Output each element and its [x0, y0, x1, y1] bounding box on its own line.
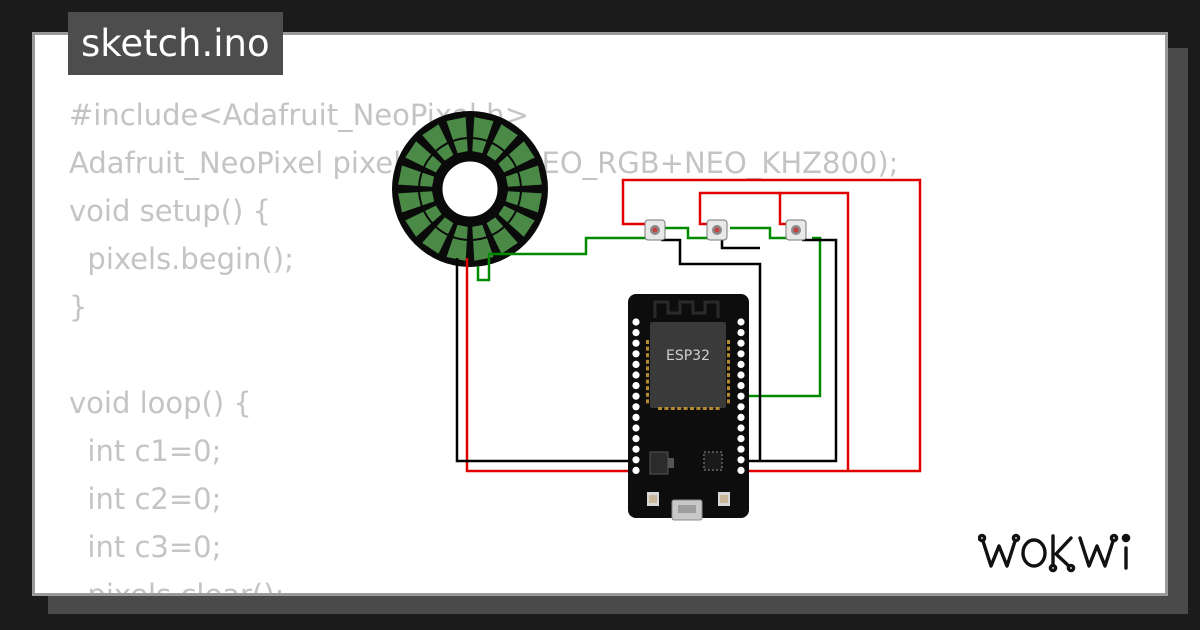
code-line: pixels.clear();	[69, 578, 285, 596]
header-pin	[632, 329, 640, 337]
header-pin	[737, 329, 745, 337]
ring-pixel	[486, 124, 518, 161]
neopixel-led-icon[interactable]	[644, 219, 666, 241]
ring-pixel	[398, 165, 435, 187]
header-pin	[737, 403, 745, 411]
neopixel-ring-icon[interactable]	[392, 111, 548, 267]
chip-label: ESP32	[666, 348, 710, 364]
header-pin	[632, 403, 640, 411]
neopixel-led-icon[interactable]	[785, 219, 807, 241]
wire-red-led3	[778, 191, 850, 471]
header-pin	[632, 382, 640, 390]
header-pin	[737, 392, 745, 400]
code-line: void loop() {	[69, 386, 252, 420]
ring-pixel	[405, 141, 442, 173]
ring-pixel	[472, 224, 494, 261]
header-pin	[737, 424, 745, 432]
ring-pixel	[486, 217, 518, 254]
header-pin	[632, 350, 640, 358]
ring-pixel	[398, 191, 435, 213]
header-pin	[632, 413, 640, 421]
ring-pixel	[472, 117, 494, 154]
ring-pixel	[498, 205, 535, 237]
neopixel-led-icon[interactable]	[706, 219, 728, 241]
header-pin	[737, 339, 745, 347]
ring-pixel	[405, 205, 442, 237]
ring-pixel	[505, 191, 542, 213]
header-pin	[737, 318, 745, 326]
code-line: pixels.begin();	[69, 242, 294, 276]
header-pin	[737, 360, 745, 368]
header-pin	[737, 435, 745, 443]
wokwi-logo	[978, 533, 1131, 573]
wire-black-led2	[720, 240, 760, 250]
ring-pixel	[446, 224, 468, 261]
wire-red-ring	[465, 258, 634, 473]
ring-pixel	[422, 217, 454, 254]
ring-pixel	[446, 117, 468, 154]
header-pin	[632, 392, 640, 400]
wire-red-led1	[621, 178, 922, 473]
wire-red-led2	[698, 191, 780, 226]
code-line: int c3=0;	[69, 530, 222, 564]
header-pin	[737, 456, 745, 464]
header-pin	[632, 360, 640, 368]
wire-green-led1-led2	[662, 226, 708, 240]
header-pin	[632, 435, 640, 443]
header-pin	[632, 466, 640, 474]
header-pin	[632, 424, 640, 432]
ring-pixel	[422, 124, 454, 161]
wire-green-led2-led3	[730, 226, 788, 240]
wire-green-ring	[476, 236, 648, 282]
header-pin	[737, 413, 745, 421]
header-pin	[632, 445, 640, 453]
header-pin	[737, 350, 745, 358]
header-pin	[632, 371, 640, 379]
sketch-filename-tab: sketch.ino	[68, 12, 283, 75]
header-pin	[737, 371, 745, 379]
code-line: int c2=0;	[69, 482, 222, 516]
code-line: int c1=0;	[69, 434, 222, 468]
header-pin	[737, 445, 745, 453]
ring-pixel	[498, 141, 535, 173]
code-line: void setup() {	[69, 194, 271, 228]
code-line: }	[69, 290, 88, 324]
header-pin	[632, 456, 640, 464]
header-pin	[737, 466, 745, 474]
ring-pixel	[505, 165, 542, 187]
esp32-board-icon[interactable]: ESP32	[628, 294, 749, 521]
header-pin	[737, 382, 745, 390]
header-pin	[632, 318, 640, 326]
wire-black-ring	[455, 258, 634, 463]
wire-green-board	[743, 236, 822, 398]
wire-black-led1	[661, 238, 762, 461]
wire-black-led3	[743, 238, 838, 463]
header-pin	[632, 339, 640, 347]
